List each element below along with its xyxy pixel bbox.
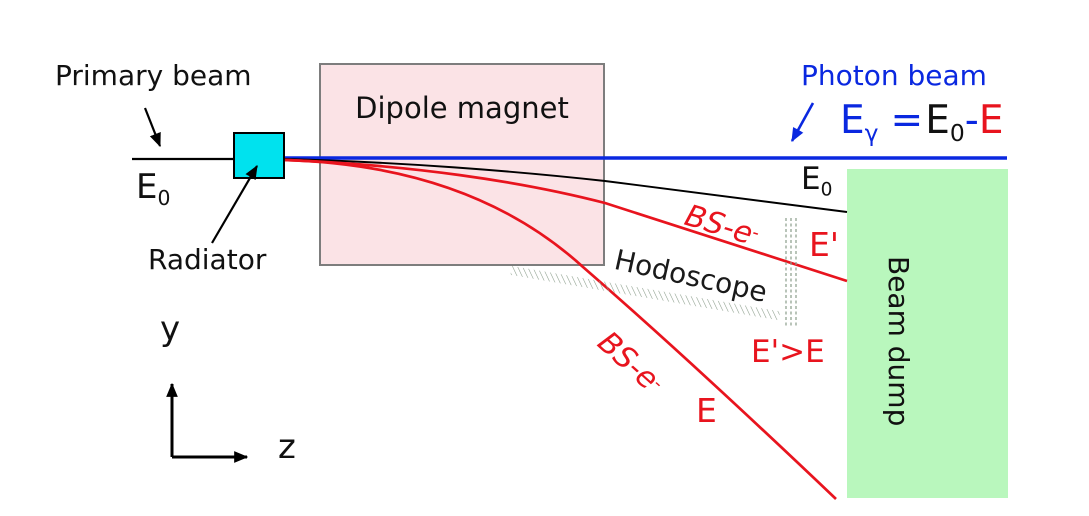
photon-energy-formula: Eγ=E0-E bbox=[840, 101, 1003, 145]
formula-gamma-sub: γ bbox=[864, 118, 879, 147]
hodoscope-hatch-band bbox=[510, 266, 781, 321]
e0-left-sub: 0 bbox=[157, 185, 171, 210]
radiator-label: Radiator bbox=[148, 243, 267, 276]
e-prime-greater-than-e-label: E'>E bbox=[751, 334, 825, 370]
e0-right-sub: 0 bbox=[820, 179, 833, 201]
primary-beam-label: Primary beam bbox=[55, 59, 252, 92]
z-axis-label: z bbox=[278, 427, 296, 467]
photon-beam-label: Photon beam bbox=[801, 59, 987, 92]
formula-e0: E bbox=[925, 98, 950, 143]
electron-track-e-prime bbox=[284, 158, 848, 283]
dipole-magnet-label: Dipole magnet bbox=[355, 91, 569, 125]
y-axis-label: y bbox=[160, 309, 181, 349]
radiator-arrow bbox=[211, 164, 258, 244]
electron-track-e bbox=[284, 158, 837, 500]
formula-equals: = bbox=[890, 98, 924, 143]
e0-right-label: E0 bbox=[801, 164, 832, 200]
e-lower-label: E bbox=[696, 391, 717, 430]
photon-beam-arrow bbox=[790, 102, 815, 143]
formula-minus: - bbox=[964, 98, 979, 143]
beam-dump-box bbox=[847, 169, 1008, 498]
radiator-box bbox=[233, 132, 285, 179]
formula-zero-sub: 0 bbox=[949, 118, 965, 147]
e0-left-base: E bbox=[136, 167, 158, 207]
formula-e-gamma: E bbox=[840, 98, 865, 143]
primary-beam-arrow bbox=[143, 107, 162, 148]
electron-track-e0 bbox=[284, 158, 848, 213]
e0-right-base: E bbox=[801, 161, 821, 197]
formula-e-red: E bbox=[978, 98, 1004, 143]
hodoscope-vertical-band bbox=[785, 218, 797, 328]
beam-dump-label: Beam dump bbox=[882, 256, 915, 427]
e0-left-label: E0 bbox=[136, 170, 170, 208]
e-prime-label: E' bbox=[809, 225, 839, 264]
